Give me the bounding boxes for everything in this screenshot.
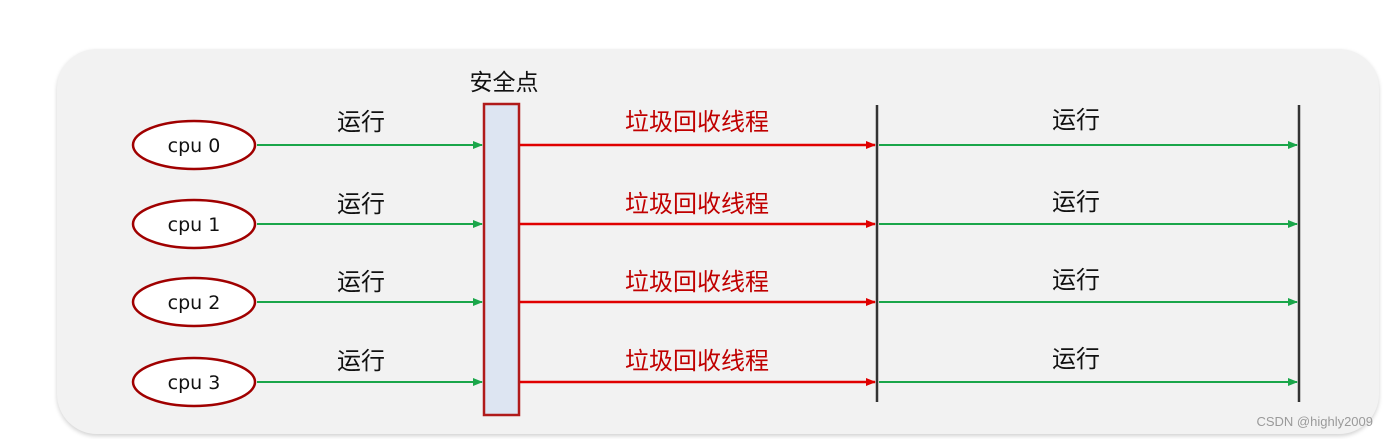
run-after-label: 运行: [1052, 345, 1100, 373]
cpu-node: [131, 198, 257, 250]
cpu-label: cpu 2: [168, 292, 221, 314]
cpu-rows: cpu 0运行垃圾回收线程运行cpu 1运行垃圾回收线程运行cpu 2运行垃圾回…: [131, 106, 1298, 408]
gc-label: 垃圾回收线程: [625, 190, 769, 218]
cpu-node: [131, 119, 257, 171]
diagram-panel: [57, 49, 1379, 434]
run-label: 运行: [337, 108, 385, 136]
run-after-label: 运行: [1052, 266, 1100, 294]
cpu-row: cpu 1 运行 垃圾回收线程 运行: [131, 188, 1298, 250]
cpu-row: cpu 2 运行 垃圾回收线程 运行: [131, 266, 1298, 328]
gc-label: 垃圾回收线程: [625, 108, 769, 136]
run-label: 运行: [337, 268, 385, 296]
run-label: 运行: [337, 347, 385, 375]
cpu-label: cpu 1: [168, 214, 221, 236]
cpu-node: [131, 356, 257, 408]
cpu-row: cpu 0 运行 垃圾回收线程 运行: [131, 106, 1298, 171]
run-label: 运行: [337, 190, 385, 218]
safepoint-bar: [482, 102, 521, 417]
run-after-label: 运行: [1052, 106, 1100, 134]
cpu-node: [131, 276, 257, 328]
watermark: CSDN @highly2009: [1256, 414, 1373, 429]
gc-label: 垃圾回收线程: [625, 347, 769, 375]
gc-label: 垃圾回收线程: [625, 268, 769, 296]
run-after-label: 运行: [1052, 188, 1100, 216]
cpu-row: cpu 3 运行 垃圾回收线程 运行: [131, 345, 1298, 408]
cpu-label: cpu 3: [168, 372, 221, 394]
safepoint-label: 安全点: [470, 70, 539, 96]
cpu-label: cpu 0: [168, 135, 221, 157]
